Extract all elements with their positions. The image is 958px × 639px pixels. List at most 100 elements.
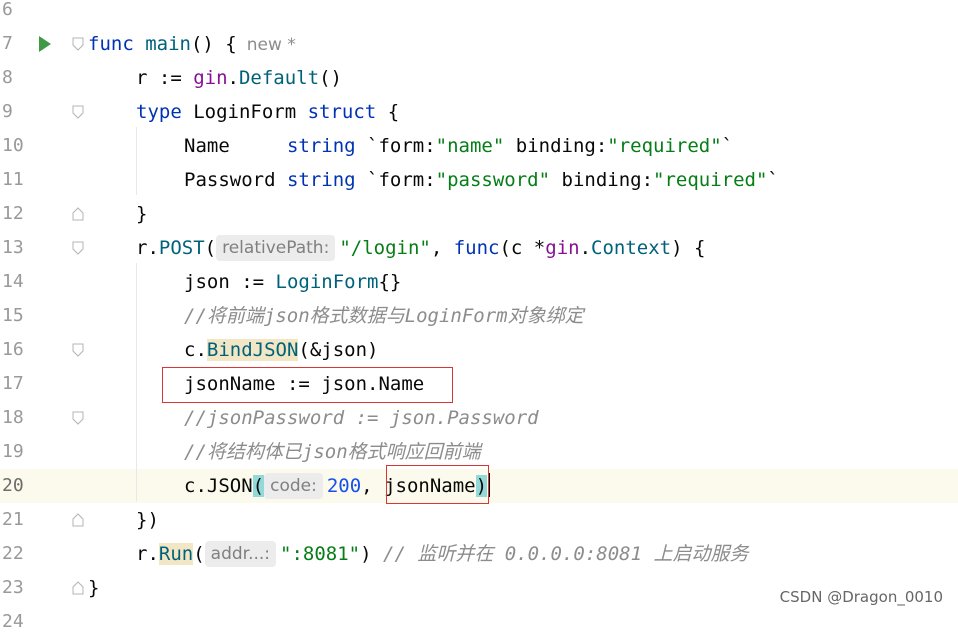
code-text: jsonName := json.Name	[184, 367, 424, 401]
string-literal: "required"	[653, 169, 768, 191]
string-literal: "required"	[607, 135, 722, 157]
type-name: string	[286, 169, 356, 191]
code-text: r.POST(relativePath:"/login", func(c *gi…	[136, 231, 705, 265]
identifier: POST	[158, 237, 205, 259]
code-token: r.	[136, 237, 159, 259]
string-literal: "name"	[435, 135, 505, 157]
line-number: 21	[2, 509, 24, 530]
matched-brace: )	[475, 475, 488, 497]
identifier: Context	[591, 237, 672, 259]
parameter-hint: addr...:	[204, 541, 277, 567]
fold-icon[interactable]	[72, 37, 84, 51]
line-number: 17	[2, 373, 24, 394]
author-hint[interactable]: new *	[246, 35, 296, 55]
code-text: r.Run(addr...:":8081") // 监听并在 0.0.0.0:8…	[136, 537, 748, 571]
type-name: string	[286, 135, 356, 157]
number-literal: 200	[326, 475, 362, 497]
matched-brace: (	[252, 475, 265, 497]
fold-icon[interactable]	[72, 105, 84, 119]
code-text: //将前端json格式数据与LoginForm对象绑定	[184, 299, 584, 333]
fold-icon[interactable]	[72, 241, 84, 255]
code-token: (	[204, 237, 217, 259]
identifier: Default	[238, 67, 320, 89]
code-line[interactable]: 24	[0, 605, 958, 639]
code-token: JSON	[206, 475, 253, 497]
code-token: c.	[184, 339, 207, 361]
fold-end-icon[interactable]	[72, 513, 84, 527]
code-line[interactable]: 15 //将前端json格式数据与LoginForm对象绑定	[0, 299, 958, 333]
code-text: })	[136, 503, 159, 537]
fold-end-icon[interactable]	[72, 581, 84, 595]
code-token	[134, 33, 145, 55]
code-token: (c *	[499, 237, 546, 259]
gutter	[0, 0, 78, 616]
code-token: })	[136, 509, 159, 531]
code-token: (&json)	[298, 339, 379, 361]
line-number: 6	[2, 0, 13, 20]
line-number: 20	[2, 475, 24, 496]
code-token: json :=	[184, 271, 276, 293]
code-token: Password	[184, 169, 287, 191]
package-name: gin	[193, 67, 228, 89]
code-line[interactable]: 6	[0, 0, 958, 27]
indent-guide	[136, 127, 137, 195]
line-number: 10	[2, 135, 24, 156]
watermark: CSDN @Dragon_0010	[779, 588, 943, 606]
fold-icon[interactable]	[72, 343, 84, 357]
code-line[interactable]: 11 Password string `form:"password" bindi…	[0, 163, 958, 197]
code-token: () {	[190, 33, 237, 55]
line-number: 15	[2, 305, 24, 326]
code-token: c.	[184, 475, 207, 497]
code-token: `	[721, 135, 734, 157]
keyword: struct	[307, 101, 377, 123]
code-text: //jsonPassword := json.Password	[184, 401, 539, 435]
code-token: (	[193, 543, 205, 565]
code-text: Name string `form:"name" binding:"requir…	[184, 129, 733, 163]
text-caret	[488, 473, 491, 497]
indent-guide	[136, 263, 137, 501]
code-token: LoginForm	[181, 101, 308, 123]
comment: //将结构体已json格式响应回前端	[184, 441, 481, 463]
run-icon[interactable]	[39, 36, 51, 52]
code-token: }	[88, 577, 100, 599]
fold-icon[interactable]	[72, 411, 84, 425]
line-number: 7	[2, 33, 13, 54]
code-text: Password string `form:"password" binding…	[184, 163, 779, 197]
line-number: 11	[2, 169, 24, 190]
line-number: 24	[2, 611, 24, 632]
code-text: type LoginForm struct {	[136, 95, 399, 129]
code-token: binding:	[504, 135, 608, 157]
code-line[interactable]: 12}	[0, 197, 958, 231]
code-line[interactable]: 10 Name string `form:"name" binding:"requ…	[0, 129, 958, 163]
highlight-box-jsonname-assignment	[162, 367, 453, 403]
string-literal: "/login"	[339, 237, 431, 259]
code-line[interactable]: 18//jsonPassword := json.Password	[0, 401, 958, 435]
code-line[interactable]: 23}	[0, 571, 958, 605]
code-text: r := gin.Default()	[136, 61, 342, 95]
string-literal: ":8081"	[280, 543, 361, 565]
keyword: func	[88, 33, 134, 55]
code-token: r.	[136, 543, 159, 565]
code-token: {}	[378, 271, 402, 293]
string-literal: "password"	[435, 169, 551, 191]
code-text: func main() {new *	[88, 27, 296, 62]
code-token: }	[136, 203, 148, 225]
parameter-hint: relativePath:	[216, 235, 336, 261]
code-line[interactable]: 19 //将结构体已json格式响应回前端	[0, 435, 958, 469]
code-line[interactable]: 17 jsonName := json.Name	[0, 367, 958, 401]
code-token: .	[227, 67, 239, 89]
code-text: //将结构体已json格式响应回前端	[184, 435, 481, 469]
line-number: 19	[2, 441, 24, 462]
fold-end-icon[interactable]	[72, 207, 84, 221]
code-line[interactable]: 21})	[0, 503, 958, 537]
code-text: c.BindJSON(&json)	[184, 333, 378, 367]
